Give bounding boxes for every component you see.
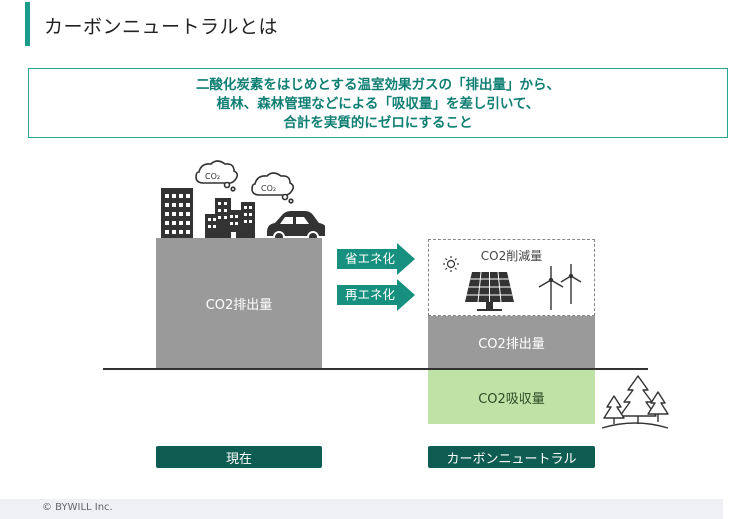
definition-line-3: 合計を実質的にゼロにすること xyxy=(283,115,473,131)
renewable-energy-arrow: 再エネ化 xyxy=(337,279,415,311)
copyright-text: © BYWILL Inc. xyxy=(42,502,113,513)
definition-line-2: 植林、森林管理などによる「吸収量」を差し引いて、 xyxy=(216,96,540,112)
city-illustration: CO₂ CO₂ xyxy=(161,160,325,242)
renewable-illustration xyxy=(443,256,582,311)
ground-line xyxy=(103,368,648,370)
arrow-right-icon xyxy=(337,279,415,311)
cn-emission-block: CO2排出量 xyxy=(428,316,595,368)
building-group-icon xyxy=(205,198,255,240)
forest-icon xyxy=(601,375,669,429)
energy-saving-arrow: 省エネ化 xyxy=(337,243,415,275)
building-icon xyxy=(161,188,193,240)
absorption-block: CO2吸収量 xyxy=(428,370,595,424)
co2-cloud-icon xyxy=(251,172,295,204)
carbon-neutral-tag: カーボンニュートラル xyxy=(428,446,595,468)
co2-cloud-text-1: CO₂ xyxy=(205,172,220,181)
title-accent-bar xyxy=(25,2,30,46)
current-tag: 現在 xyxy=(156,446,322,468)
definition-box: 二酸化炭素をはじめとする温室効果ガスの「排出量」から、 植林、森林管理などによる… xyxy=(28,68,728,138)
current-emission-label: CO2排出量 xyxy=(205,297,273,313)
cn-emission-label: CO2排出量 xyxy=(478,336,545,352)
renewable-energy-label: 再エネ化 xyxy=(345,287,396,302)
co2-cloud-icon xyxy=(195,160,239,192)
arrow-right-icon xyxy=(337,243,415,275)
current-tag-label: 現在 xyxy=(225,451,252,467)
energy-saving-label: 省エネ化 xyxy=(345,251,396,266)
page-title: カーボンニュートラルとは xyxy=(44,16,279,38)
wind-turbine-icon xyxy=(538,264,582,310)
current-emission-block: CO2排出量 xyxy=(156,238,322,368)
carbon-neutral-tag-label: カーボンニュートラル xyxy=(446,451,577,467)
reduction-label: CO2削減量 xyxy=(480,249,543,263)
sun-icon xyxy=(443,256,459,272)
absorption-label: CO2吸収量 xyxy=(478,391,545,407)
co2-cloud-text-2: CO₂ xyxy=(261,184,276,193)
definition-line-1: 二酸化炭素をはじめとする温室効果ガスの「排出量」から、 xyxy=(195,77,561,93)
reduction-box: CO2削減量 xyxy=(428,239,595,316)
footer: © BYWILL Inc. xyxy=(0,499,723,519)
solar-panel-icon xyxy=(465,271,514,311)
